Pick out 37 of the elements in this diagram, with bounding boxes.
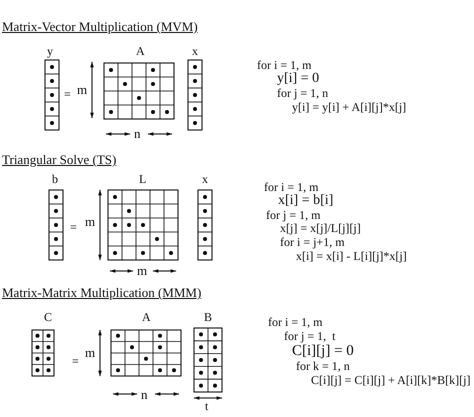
matrix-label: x: [192, 45, 198, 57]
equals-sign: =: [70, 221, 77, 233]
code-line: x[i] = x[i] - L[i][j]*x[j]: [296, 250, 407, 262]
code-line: for i = 1, m: [264, 181, 318, 193]
equals-sign: =: [72, 355, 79, 367]
dimension-label: m: [77, 83, 88, 96]
code-line: for k = 1, n: [296, 360, 350, 372]
matrix-label: C: [44, 311, 52, 323]
matrix-label: x: [202, 173, 208, 185]
code-line: for j = 1, n: [277, 87, 328, 99]
section-heading: Matrix-Matrix Multiplication (MMM): [2, 286, 202, 299]
equals-sign: =: [64, 88, 71, 100]
code-line: y[i] = 0: [277, 72, 320, 86]
dimension-label: m: [85, 215, 96, 228]
dimension-label: n: [141, 388, 148, 401]
matrix-label: b: [52, 173, 58, 185]
dimension-label: m: [137, 264, 148, 277]
matrix-label: A: [142, 311, 151, 323]
matrix-label: B: [204, 311, 212, 323]
code-line: for j = 1, t: [284, 330, 336, 342]
matrix-label: y: [47, 45, 53, 57]
code-line: for i = 1, m: [257, 59, 312, 71]
code-line: x[i] = b[i]: [278, 194, 334, 208]
code-line: x[j] = x[j]/L[j][j]: [280, 222, 361, 234]
code-line: C[i][j] = 0: [292, 344, 354, 359]
dimension-label: n: [134, 127, 140, 140]
code-line: for i = j+1, m: [280, 236, 345, 248]
code-line: y[i] = y[i] + A[i][j]*x[j]: [292, 101, 406, 113]
code-line: for i = 1, m: [268, 316, 322, 328]
code-line: for j = 1, m: [266, 209, 320, 221]
matrix-label: A: [136, 45, 145, 57]
dimension-label: t: [205, 400, 208, 412]
section-heading: Triangular Solve (TS): [2, 153, 116, 166]
section-heading: Matrix-Vector Multiplication (MVM): [2, 20, 198, 33]
matrix-label: L: [139, 173, 146, 185]
dimension-label: m: [85, 346, 96, 359]
code-line: C[i][j] = C[i][j] + A[i][k]*B[k][j]: [311, 374, 470, 386]
